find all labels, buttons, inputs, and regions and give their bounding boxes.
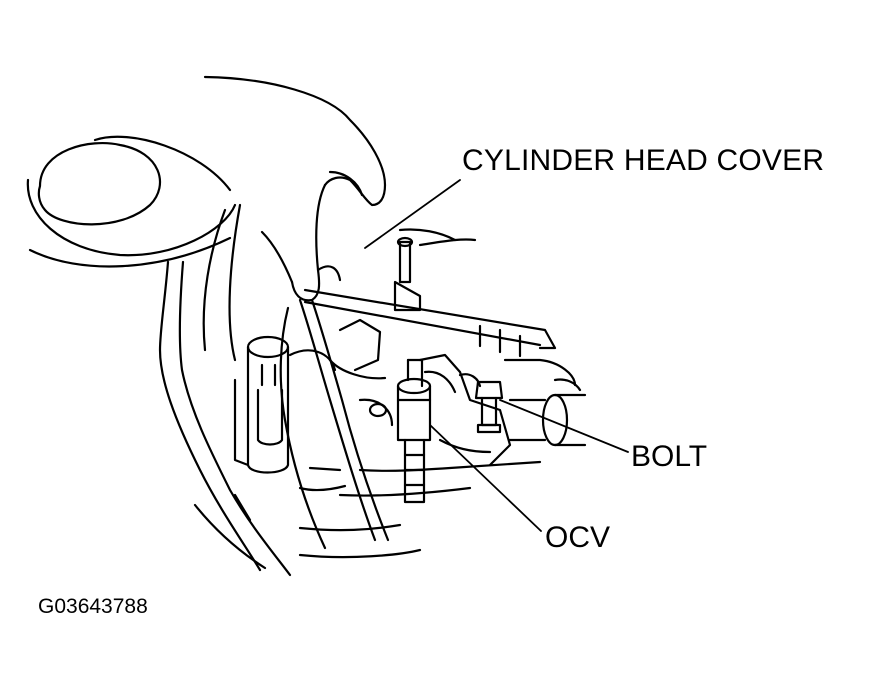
leader-bolt bbox=[499, 399, 629, 453]
leader-cylinder-head-cover bbox=[364, 179, 461, 249]
label-bolt: BOLT bbox=[631, 440, 708, 473]
label-cylinder-head-cover: CYLINDER HEAD COVER bbox=[462, 144, 825, 177]
cylinder-head-cover-shape bbox=[303, 228, 557, 358]
hand bbox=[203, 75, 387, 302]
coil-component bbox=[233, 335, 337, 474]
engine-body-lines bbox=[158, 203, 422, 577]
tool-wire bbox=[279, 298, 390, 550]
leader-lines bbox=[364, 179, 629, 532]
figure-id: G03643788 bbox=[38, 595, 148, 618]
label-ocv: OCV bbox=[545, 521, 611, 554]
oil-filler-cap bbox=[26, 135, 237, 268]
ocv-shape bbox=[396, 358, 432, 504]
leader-ocv bbox=[429, 424, 542, 532]
right-fitting bbox=[508, 378, 587, 447]
bolt-shape bbox=[474, 380, 504, 434]
